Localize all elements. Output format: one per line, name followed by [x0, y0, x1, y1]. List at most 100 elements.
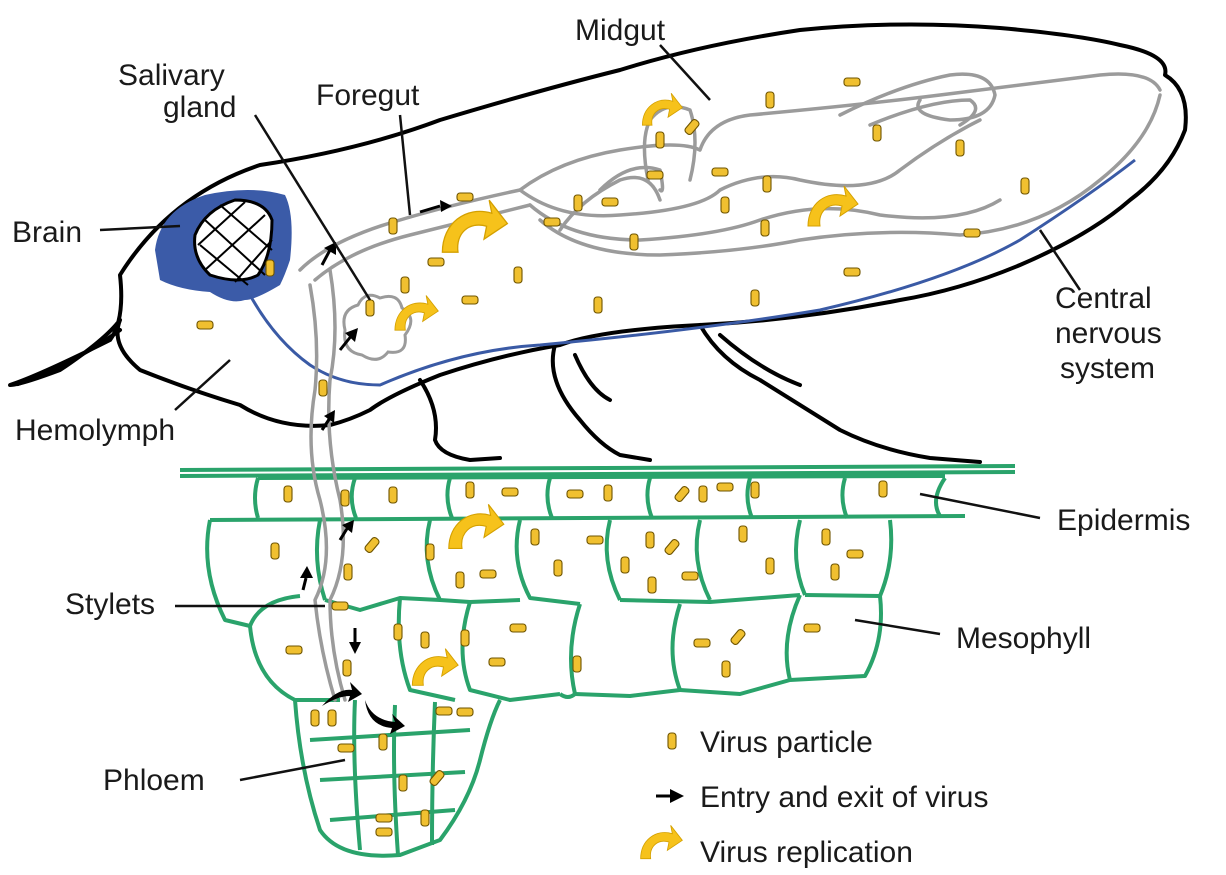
virus-particle	[831, 564, 839, 580]
virus-particle	[328, 710, 336, 726]
virus-particle	[722, 661, 730, 677]
virus-replication-icon	[395, 295, 438, 330]
label-mesophyll: Mesophyll	[956, 622, 1091, 655]
middle-leg	[553, 345, 650, 460]
virus-particle	[656, 132, 664, 148]
virus-particle	[436, 707, 452, 715]
virus-particle	[822, 529, 830, 545]
virus-particle	[1021, 178, 1029, 194]
virus-particle	[630, 234, 638, 250]
label-phloem: Phloem	[103, 764, 205, 797]
virus-particle	[401, 277, 409, 293]
virus-particle	[647, 171, 663, 179]
virus-particle	[341, 490, 349, 506]
virus-particle	[956, 140, 964, 156]
insect	[10, 24, 1186, 700]
virus-particle	[421, 810, 429, 826]
virus-particle	[531, 529, 539, 545]
virus-particle	[376, 814, 392, 822]
virus-particle	[694, 639, 710, 647]
virus-particle	[574, 195, 582, 211]
virus-particle	[421, 632, 429, 648]
virus-particle	[646, 532, 654, 548]
virus-particle	[480, 570, 496, 578]
virus-particle	[684, 118, 700, 135]
virus-particle-icon	[668, 733, 676, 749]
virus-particle	[514, 267, 522, 283]
label-foregut: Foregut	[316, 79, 420, 112]
label-stylets: Stylets	[65, 588, 155, 621]
virus-particles	[197, 78, 1029, 836]
virus-replication-icon	[449, 504, 504, 548]
virus-replication-icon	[412, 649, 458, 686]
virus-particle	[502, 488, 518, 496]
virus-particle	[717, 483, 733, 491]
virus-particle	[766, 558, 774, 574]
virus-particle	[751, 290, 759, 306]
virus-particle	[804, 624, 820, 632]
virus-particle	[873, 125, 881, 141]
virus-particle	[319, 380, 327, 396]
virus-particle	[338, 744, 354, 752]
virus-particle	[271, 543, 279, 559]
label-hemolymph: Hemolymph	[15, 414, 175, 447]
virus-particle	[554, 560, 562, 576]
virus-particle	[332, 602, 348, 610]
mesophyll-cells	[207, 520, 891, 700]
virus-particle	[284, 486, 292, 502]
virus-particle	[751, 482, 759, 498]
virus-particle	[466, 482, 474, 498]
virus-particle	[394, 624, 402, 640]
virus-particle	[594, 297, 602, 313]
virus-particle	[964, 229, 980, 237]
labels: Midgut Salivary gland Foregut Brain Hemo…	[12, 14, 1190, 797]
virus-particle	[456, 572, 464, 588]
label-salivary-gland-2: gland	[163, 91, 236, 124]
virus-particle	[462, 296, 478, 304]
virus-particle	[286, 646, 302, 654]
virus-particle	[426, 544, 434, 560]
virus-particle	[587, 536, 603, 544]
virus-particle	[664, 538, 680, 555]
label-cns-2: nervous	[1055, 317, 1162, 350]
virus-particle	[682, 572, 698, 580]
virus-particle	[602, 198, 618, 206]
virus-particle	[567, 490, 583, 498]
virus-particle	[763, 176, 771, 192]
hind-leg	[700, 325, 980, 462]
virus-particle	[461, 630, 469, 646]
virus-particle	[311, 710, 319, 726]
virus-particle	[648, 577, 656, 593]
virus-particle	[712, 168, 728, 176]
virus-replication-icon	[442, 200, 507, 252]
virus-particle	[343, 660, 351, 676]
virus-particle	[344, 564, 352, 580]
legend: Virus particle Entry and exit of virus V…	[641, 726, 989, 869]
virus-particle	[844, 78, 860, 86]
gut	[300, 74, 1160, 700]
virus-replication-icon	[808, 186, 858, 226]
virus-particle	[879, 481, 887, 497]
virus-particle	[379, 734, 387, 750]
virus-particle	[510, 624, 526, 632]
virus-particle	[721, 197, 729, 213]
virus-particle	[197, 321, 213, 329]
virus-particle	[428, 258, 444, 266]
virus-particle	[399, 775, 407, 791]
label-cns: Central	[1055, 282, 1152, 315]
virus-particle	[739, 526, 747, 542]
label-salivary-gland: Salivary	[118, 59, 225, 92]
virus-particle	[847, 550, 863, 558]
virus-particle	[699, 486, 707, 502]
virus-particle	[489, 658, 505, 666]
virus-particle	[457, 708, 473, 716]
virus-particle	[573, 656, 581, 672]
legend-replication: Virus replication	[700, 836, 913, 869]
virus-particle	[389, 218, 397, 234]
black-arrow-icon	[656, 789, 684, 803]
label-cns-3: system	[1060, 352, 1155, 385]
virus-particle	[389, 487, 397, 503]
legend-entry-exit: Entry and exit of virus	[700, 781, 988, 814]
curved-yellow-arrow-icon	[641, 825, 683, 858]
